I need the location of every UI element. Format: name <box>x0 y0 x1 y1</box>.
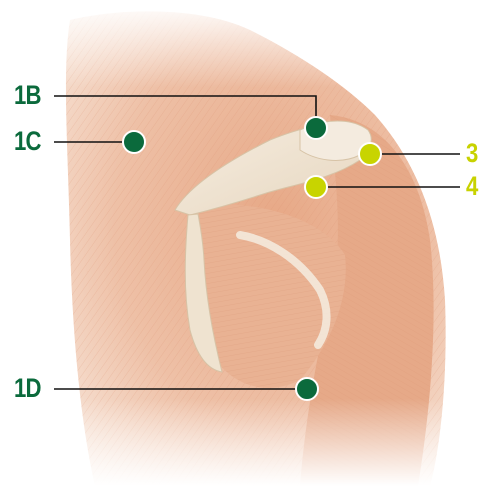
marker-3 <box>359 143 381 165</box>
label-4: 4 <box>466 173 478 200</box>
label-3: 3 <box>466 140 478 167</box>
label-1c: 1C <box>14 128 41 155</box>
marker-1c <box>123 131 145 153</box>
marker-1d <box>296 378 318 400</box>
label-1d: 1D <box>14 375 41 402</box>
label-1b: 1B <box>14 82 41 109</box>
marker-1b <box>305 117 327 139</box>
marker-4 <box>305 176 327 198</box>
